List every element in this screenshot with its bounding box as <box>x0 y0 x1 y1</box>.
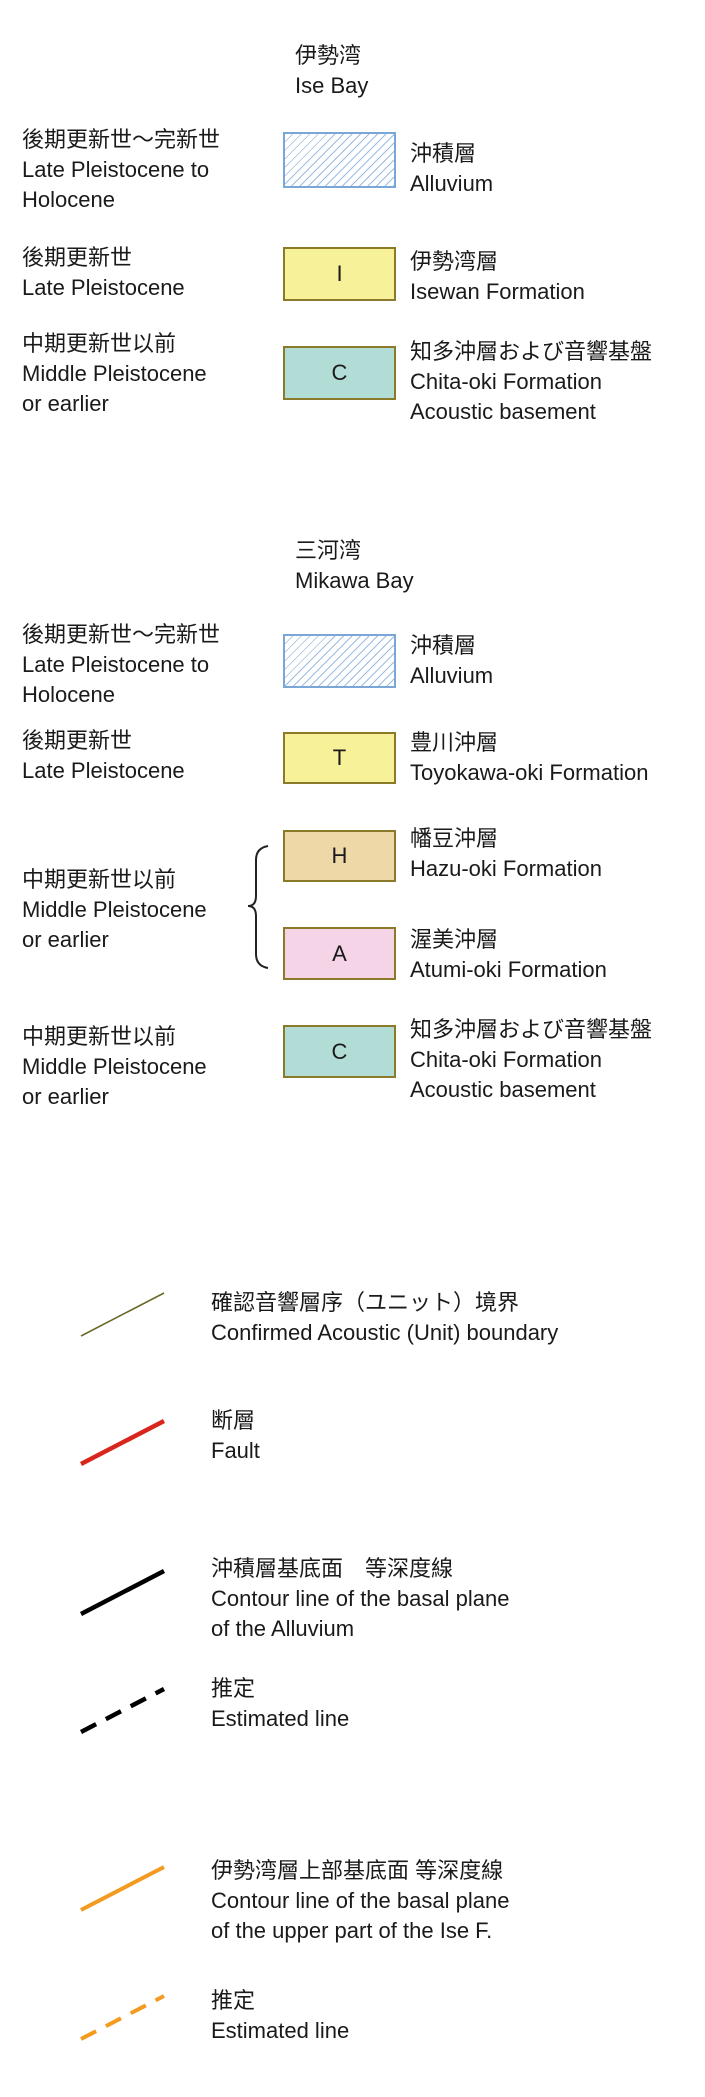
unit-ja: 知多沖層および音響基盤 <box>410 1017 653 1042</box>
unit-en: Hazu-oki Formation <box>410 856 602 881</box>
age-ja: 中期更新世以前 <box>22 1024 177 1049</box>
unit-en: Atumi-oki Formation <box>410 957 607 982</box>
unit-en: Isewan Formation <box>410 279 585 304</box>
title-ja: 伊勢湾 <box>295 43 362 68</box>
line-ja: 確認音響層序（ユニット）境界 <box>211 1290 520 1315</box>
line-en: Confirmed Acoustic (Unit) boundary <box>211 1320 559 1345</box>
line-ja: 伊勢湾層上部基底面 等深度線 <box>211 1858 504 1883</box>
age-label: 後期更新世～完新世 Late Pleistocene to Holocene <box>22 620 220 710</box>
title-en: Mikawa Bay <box>295 568 414 593</box>
age-ja: 後期更新世 <box>22 245 133 270</box>
group-age-label: 中期更新世以前 Middle Pleistocene or earlier <box>22 865 207 955</box>
line-en: of the Alluvium <box>211 1616 355 1641</box>
age-en: or earlier <box>22 927 109 952</box>
atumi-swatch: A <box>283 927 396 980</box>
mikawa-bay-title: 三河湾 Mikawa Bay <box>295 536 414 596</box>
alluvium-swatch <box>283 634 396 688</box>
hazu-swatch: H <box>283 830 396 882</box>
line-ja: 推定 <box>211 1676 256 1701</box>
age-en: Late Pleistocene <box>22 758 185 783</box>
age-label: 後期更新世 Late Pleistocene <box>22 243 185 303</box>
unit-en: Alluvium <box>410 663 494 688</box>
title-en: Ise Bay <box>295 73 369 98</box>
title-ja: 三河湾 <box>295 538 362 563</box>
unit-label: 幡豆沖層 Hazu-oki Formation <box>410 824 602 884</box>
line-ja: 沖積層基底面 等深度線 <box>211 1556 454 1581</box>
age-en: Middle Pleistocene <box>22 361 207 386</box>
age-en: Holocene <box>22 682 115 707</box>
line-label: 推定 Estimated line <box>211 1986 349 2046</box>
age-en: Late Pleistocene <box>22 275 185 300</box>
line-label: 沖積層基底面 等深度線 Contour line of the basal pl… <box>211 1554 509 1644</box>
age-ja: 後期更新世 <box>22 728 133 753</box>
age-en: Middle Pleistocene <box>22 1054 207 1079</box>
unit-en: Toyokawa-oki Formation <box>410 760 649 785</box>
unit-label: 沖積層 Alluvium <box>410 139 493 199</box>
age-en: or earlier <box>22 1084 109 1109</box>
age-en: Holocene <box>22 187 115 212</box>
chita-swatch: C <box>283 346 396 400</box>
unit-ja: 幡豆沖層 <box>410 826 499 851</box>
age-ja: 後期更新世～完新世 <box>22 622 221 647</box>
unit-en: Chita-oki Formation <box>410 1047 602 1072</box>
unit-label: 豊川沖層 Toyokawa-oki Formation <box>410 728 648 788</box>
line-en: Estimated line <box>211 1706 350 1731</box>
ise-contour-line <box>80 1865 165 1912</box>
line-ja: 推定 <box>211 1988 256 2013</box>
toyokawa-swatch: T <box>283 732 396 784</box>
fault-line <box>79 1419 166 1466</box>
unit-ja: 沖積層 <box>410 141 477 166</box>
age-en: Late Pleistocene to <box>22 157 210 182</box>
age-ja: 後期更新世～完新世 <box>22 127 221 152</box>
age-label: 中期更新世以前 Middle Pleistocene or earlier <box>22 1022 207 1112</box>
unit-ja: 伊勢湾層 <box>410 249 499 274</box>
unit-en: Chita-oki Formation <box>410 369 602 394</box>
line-en: Fault <box>211 1438 260 1463</box>
unit-label: 沖積層 Alluvium <box>410 631 493 691</box>
line-label: 推定 Estimated line <box>211 1674 349 1734</box>
age-en: Middle Pleistocene <box>22 897 207 922</box>
unit-ja: 渥美沖層 <box>410 927 499 952</box>
unit-label: 知多沖層および音響基盤 Chita-oki Formation Acoustic… <box>410 1015 652 1105</box>
unit-label: 知多沖層および音響基盤 Chita-oki Formation Acoustic… <box>410 337 652 427</box>
line-en: Contour line of the basal plane <box>211 1888 510 1913</box>
age-label: 後期更新世～完新世 Late Pleistocene to Holocene <box>22 125 220 215</box>
unit-en: Alluvium <box>410 171 494 196</box>
age-en: Late Pleistocene to <box>22 652 210 677</box>
unit-ja: 豊川沖層 <box>410 730 499 755</box>
line-en: Estimated line <box>211 2018 350 2043</box>
age-en: or earlier <box>22 391 109 416</box>
alluvium-contour-line <box>79 1569 166 1616</box>
unit-ja: 沖積層 <box>410 633 477 658</box>
unit-label: 伊勢湾層 Isewan Formation <box>410 247 585 307</box>
age-ja: 中期更新世以前 <box>22 331 177 356</box>
unit-en: Acoustic basement <box>410 399 596 424</box>
confirmed-boundary-line <box>80 1292 165 1337</box>
unit-ja: 知多沖層および音響基盤 <box>410 339 653 364</box>
line-ja: 断層 <box>211 1408 256 1433</box>
line-label: 確認音響層序（ユニット）境界 Confirmed Acoustic (Unit)… <box>211 1288 558 1348</box>
brace-icon <box>247 845 269 969</box>
age-label: 中期更新世以前 Middle Pleistocene or earlier <box>22 329 207 419</box>
alluvium-estimated-line <box>79 1687 166 1734</box>
line-en: of the upper part of the Ise F. <box>211 1918 493 1943</box>
unit-label: 渥美沖層 Atumi-oki Formation <box>410 925 607 985</box>
ise-bay-title: 伊勢湾 Ise Bay <box>295 41 368 101</box>
age-label: 後期更新世 Late Pleistocene <box>22 726 185 786</box>
line-label: 伊勢湾層上部基底面 等深度線 Contour line of the basal… <box>211 1856 509 1946</box>
alluvium-swatch <box>283 132 396 188</box>
chita-swatch: C <box>283 1025 396 1078</box>
line-en: Contour line of the basal plane <box>211 1586 510 1611</box>
age-ja: 中期更新世以前 <box>22 867 177 892</box>
unit-en: Acoustic basement <box>410 1077 596 1102</box>
ise-estimated-line <box>80 1994 165 2041</box>
line-label: 断層 Fault <box>211 1406 260 1466</box>
isewan-swatch: I <box>283 247 396 301</box>
